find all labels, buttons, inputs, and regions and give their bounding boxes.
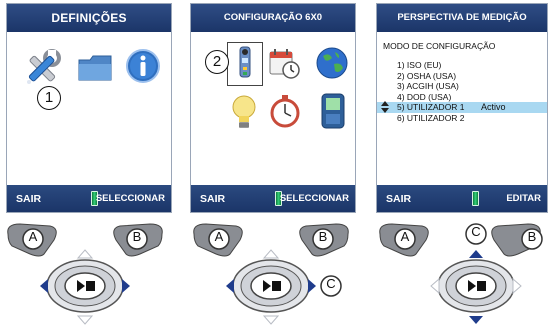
arrow-right-icon[interactable] bbox=[308, 279, 316, 293]
callout-1: 1 bbox=[37, 86, 61, 110]
menu-item[interactable]: 4) DOD (USA) bbox=[397, 91, 452, 102]
button-c-label: C bbox=[326, 276, 336, 291]
button-c-callout bbox=[320, 275, 342, 297]
button-b-callout bbox=[521, 228, 543, 250]
footer-bar: SAIR SELECCIONAR bbox=[7, 185, 171, 212]
arrow-down-icon[interactable] bbox=[76, 315, 94, 325]
control-pad-3: A B C bbox=[372, 222, 543, 326]
screen-configuracao: CONFIGURAÇÃO 6X0 2 bbox=[190, 3, 356, 213]
status-label: Activo bbox=[481, 102, 506, 112]
footer-left-label: SAIR bbox=[200, 193, 226, 205]
battery-icon bbox=[91, 191, 98, 206]
menu-item[interactable]: 3) ACGIH (USA) bbox=[397, 81, 459, 91]
stop-icon bbox=[477, 281, 486, 291]
callout-2: 2 bbox=[205, 50, 229, 74]
screen-title: PERSPECTIVA DE MEDIÇÃO bbox=[377, 4, 547, 32]
footer-right-label: EDITAR bbox=[506, 193, 541, 204]
globe-icon[interactable] bbox=[315, 46, 349, 80]
control-pad-graphic bbox=[7, 223, 163, 325]
footer-right-label: SELECCIONAR bbox=[95, 193, 165, 204]
battery-icon bbox=[472, 191, 479, 206]
button-b-label: B bbox=[318, 229, 328, 244]
button-c-label: C bbox=[471, 224, 481, 239]
menu-item[interactable]: 2) OSHA (USA) bbox=[397, 70, 457, 81]
button-b-callout bbox=[312, 228, 334, 250]
info-icon[interactable] bbox=[125, 48, 161, 84]
screen-perspectiva: PERSPECTIVA DE MEDIÇÃO MODO DE CONFIGURA… bbox=[376, 3, 548, 213]
arrow-right-icon[interactable] bbox=[122, 279, 130, 293]
scroll-arrows-icon bbox=[381, 101, 389, 113]
lightbulb-icon[interactable] bbox=[229, 94, 259, 132]
footer-bar: SAIR SELECCIONAR bbox=[191, 185, 355, 212]
menu-heading: MODO DE CONFIGURAÇÃO bbox=[383, 41, 496, 51]
footer-right-label: SELECCIONAR bbox=[279, 193, 349, 204]
arrow-down-icon[interactable] bbox=[469, 316, 483, 324]
play-icon bbox=[263, 280, 271, 292]
control-pad-2: A B C bbox=[186, 222, 356, 326]
device-icon-frame[interactable] bbox=[227, 42, 263, 86]
menu-list: 1) ISO (EU) 2) OSHA (USA) 3) ACGIH (USA)… bbox=[377, 60, 547, 123]
button-b-callout bbox=[126, 228, 148, 250]
button-a-callout bbox=[208, 228, 230, 250]
arrow-up-icon[interactable] bbox=[76, 249, 94, 259]
arrow-left-icon[interactable] bbox=[226, 279, 234, 293]
control-pad-graphic bbox=[379, 223, 543, 324]
screen-title: DEFINIÇÕES bbox=[7, 4, 171, 32]
menu-item-label: 5) UTILIZADOR 1 bbox=[397, 102, 465, 112]
play-icon bbox=[468, 280, 476, 292]
menu-item-selected[interactable]: 5) UTILIZADOR 1 Activo bbox=[377, 101, 547, 113]
arrow-down-icon[interactable] bbox=[262, 315, 280, 325]
menu-item[interactable]: 6) UTILIZADOR 2 bbox=[397, 112, 465, 123]
play-icon bbox=[77, 280, 85, 292]
stop-icon bbox=[86, 281, 95, 291]
button-a-callout bbox=[22, 228, 44, 250]
device-icon bbox=[239, 46, 251, 78]
button-a-label: A bbox=[28, 229, 38, 244]
footer-left-label: SAIR bbox=[386, 193, 412, 205]
footer-bar: SAIR EDITAR bbox=[377, 185, 547, 212]
button-c-callout bbox=[465, 223, 487, 245]
handheld-icon[interactable] bbox=[319, 92, 347, 130]
battery-icon bbox=[275, 191, 282, 206]
folder-icon[interactable] bbox=[77, 52, 113, 84]
stop-icon bbox=[272, 281, 281, 291]
button-b-label: B bbox=[132, 229, 142, 244]
arrow-left-icon[interactable] bbox=[430, 277, 440, 295]
control-pad-graphic bbox=[193, 223, 349, 325]
footer-left-label: SAIR bbox=[16, 193, 42, 205]
menu-item[interactable]: 1) ISO (EU) bbox=[397, 60, 442, 70]
control-pad-1: A B bbox=[0, 222, 170, 326]
arrow-up-icon[interactable] bbox=[469, 250, 483, 258]
button-b-label: B bbox=[527, 229, 537, 244]
screen-definicoes: DEFINIÇÕES 1 SAIR SELECCIONAR bbox=[6, 3, 172, 213]
button-a-callout bbox=[394, 228, 416, 250]
tools-icon[interactable] bbox=[21, 48, 63, 90]
button-a-label: A bbox=[400, 229, 410, 244]
arrow-left-icon[interactable] bbox=[40, 279, 48, 293]
stopwatch-icon[interactable] bbox=[269, 94, 301, 128]
button-a-label: A bbox=[214, 229, 224, 244]
arrow-up-icon[interactable] bbox=[262, 249, 280, 259]
calendar-clock-icon[interactable] bbox=[267, 46, 301, 80]
screen-title: CONFIGURAÇÃO 6X0 bbox=[191, 4, 355, 32]
arrow-right-icon[interactable] bbox=[512, 277, 522, 295]
